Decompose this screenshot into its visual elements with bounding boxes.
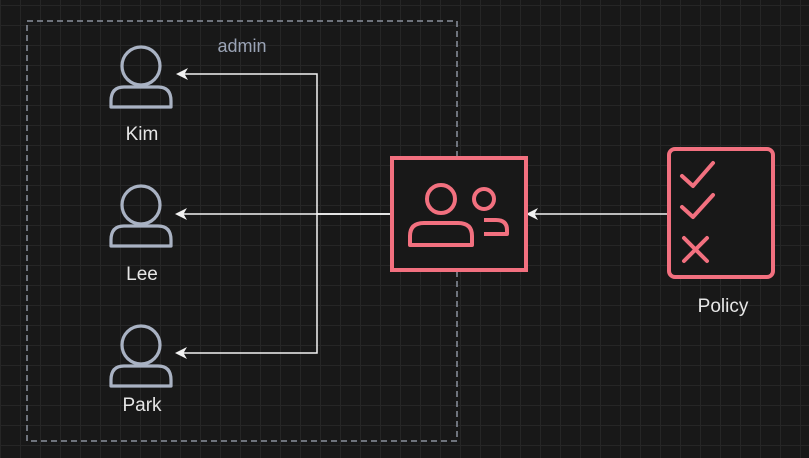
admin-group-label: admin (217, 36, 267, 56)
user-kim-label: Kim (125, 124, 159, 145)
policy-label: Policy (697, 296, 749, 317)
connector-group-to-kim (176, 68, 390, 215)
user-park-label: Park (122, 395, 162, 416)
connector-group-to-park (175, 213, 390, 359)
user-group-icon (390, 156, 528, 272)
user-park-icon (109, 324, 173, 388)
user-lee-icon (109, 184, 173, 248)
user-lee-label: Lee (126, 264, 158, 285)
user-kim-icon (109, 45, 173, 109)
policy-checklist-icon (667, 147, 775, 279)
